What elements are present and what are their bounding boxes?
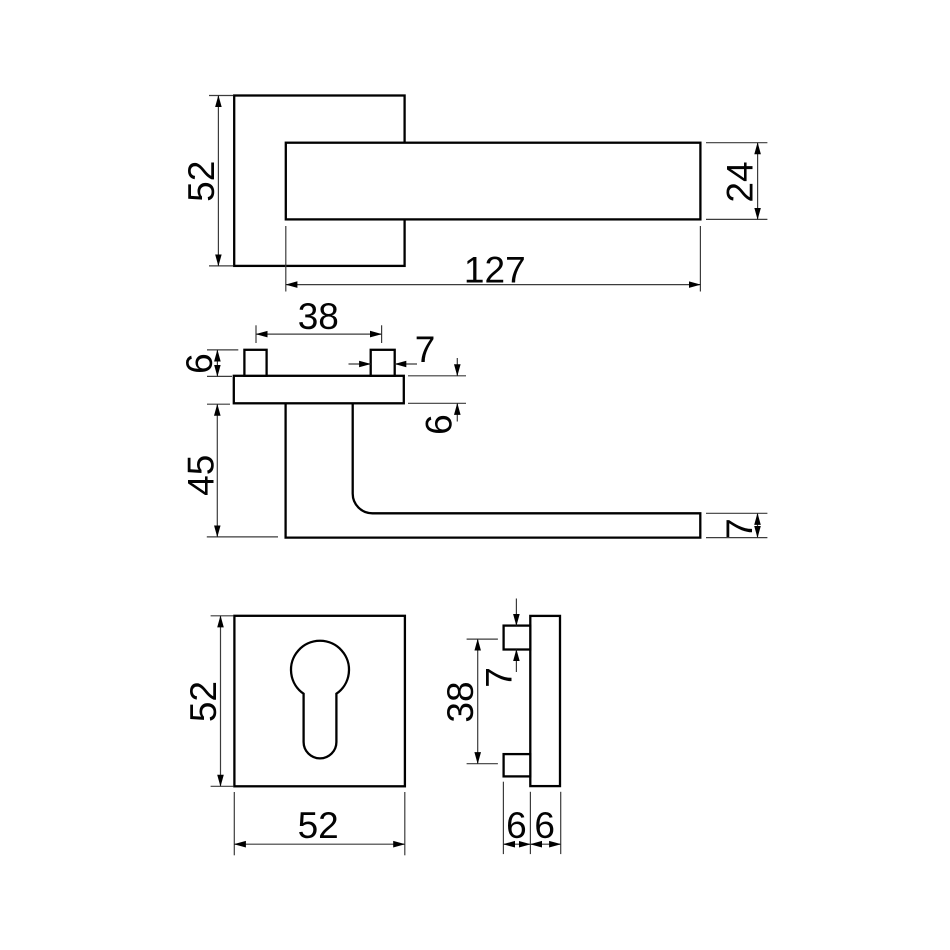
svg-text:7: 7: [479, 667, 520, 688]
svg-text:7: 7: [719, 518, 760, 539]
svg-text:52: 52: [183, 681, 224, 722]
svg-text:45: 45: [181, 455, 222, 496]
svg-text:6: 6: [179, 353, 220, 374]
svg-text:6: 6: [419, 414, 460, 435]
svg-text:52: 52: [181, 161, 222, 202]
svg-text:38: 38: [298, 296, 339, 337]
svg-text:52: 52: [298, 805, 339, 846]
svg-text:127: 127: [464, 249, 526, 290]
svg-text:24: 24: [719, 161, 760, 202]
svg-text:6: 6: [506, 805, 527, 846]
svg-text:6: 6: [534, 805, 555, 846]
svg-text:7: 7: [415, 329, 436, 370]
svg-text:38: 38: [440, 681, 481, 722]
